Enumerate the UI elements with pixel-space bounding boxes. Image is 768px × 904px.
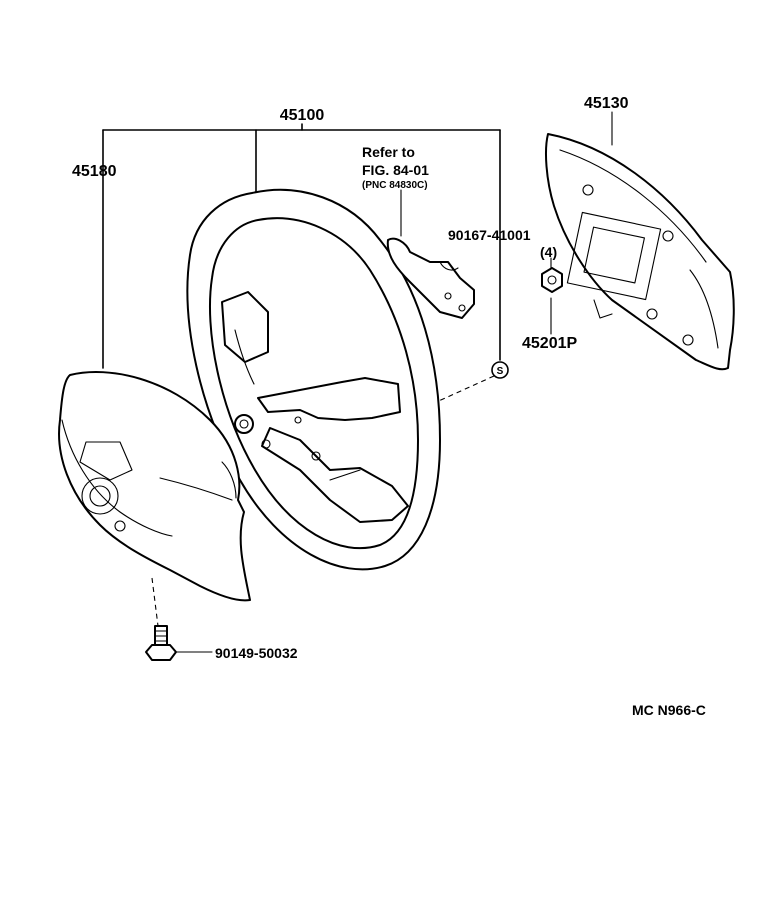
switch-assembly: [386, 237, 475, 319]
leader-lines: [102, 111, 613, 653]
label-figure-code: MC N966-C: [632, 702, 706, 718]
label-refer-line3: (PNC 84830C): [362, 180, 428, 191]
label-45100: 45100: [280, 107, 325, 124]
bolt: [145, 625, 177, 661]
labels: 45100 45180 45130 Refer to FIG. 84-01 (P…: [72, 95, 706, 718]
steering-wheel: [186, 188, 441, 571]
label-refer-line1: Refer to: [362, 144, 415, 160]
horn-pad: [58, 371, 251, 602]
s-mark: S: [491, 361, 509, 379]
label-refer-line2: FIG. 84-01: [362, 162, 429, 178]
svg-text:S: S: [497, 366, 504, 377]
label-90149-50032: 90149-50032: [215, 645, 298, 661]
label-screw-qty: (4): [540, 244, 557, 260]
label-45201p: 45201P: [522, 335, 577, 352]
cover: [545, 133, 735, 371]
label-90167-41001: 90167-41001: [448, 227, 531, 243]
nut: [541, 267, 563, 293]
label-45130: 45130: [584, 95, 629, 112]
label-45180: 45180: [72, 163, 117, 180]
